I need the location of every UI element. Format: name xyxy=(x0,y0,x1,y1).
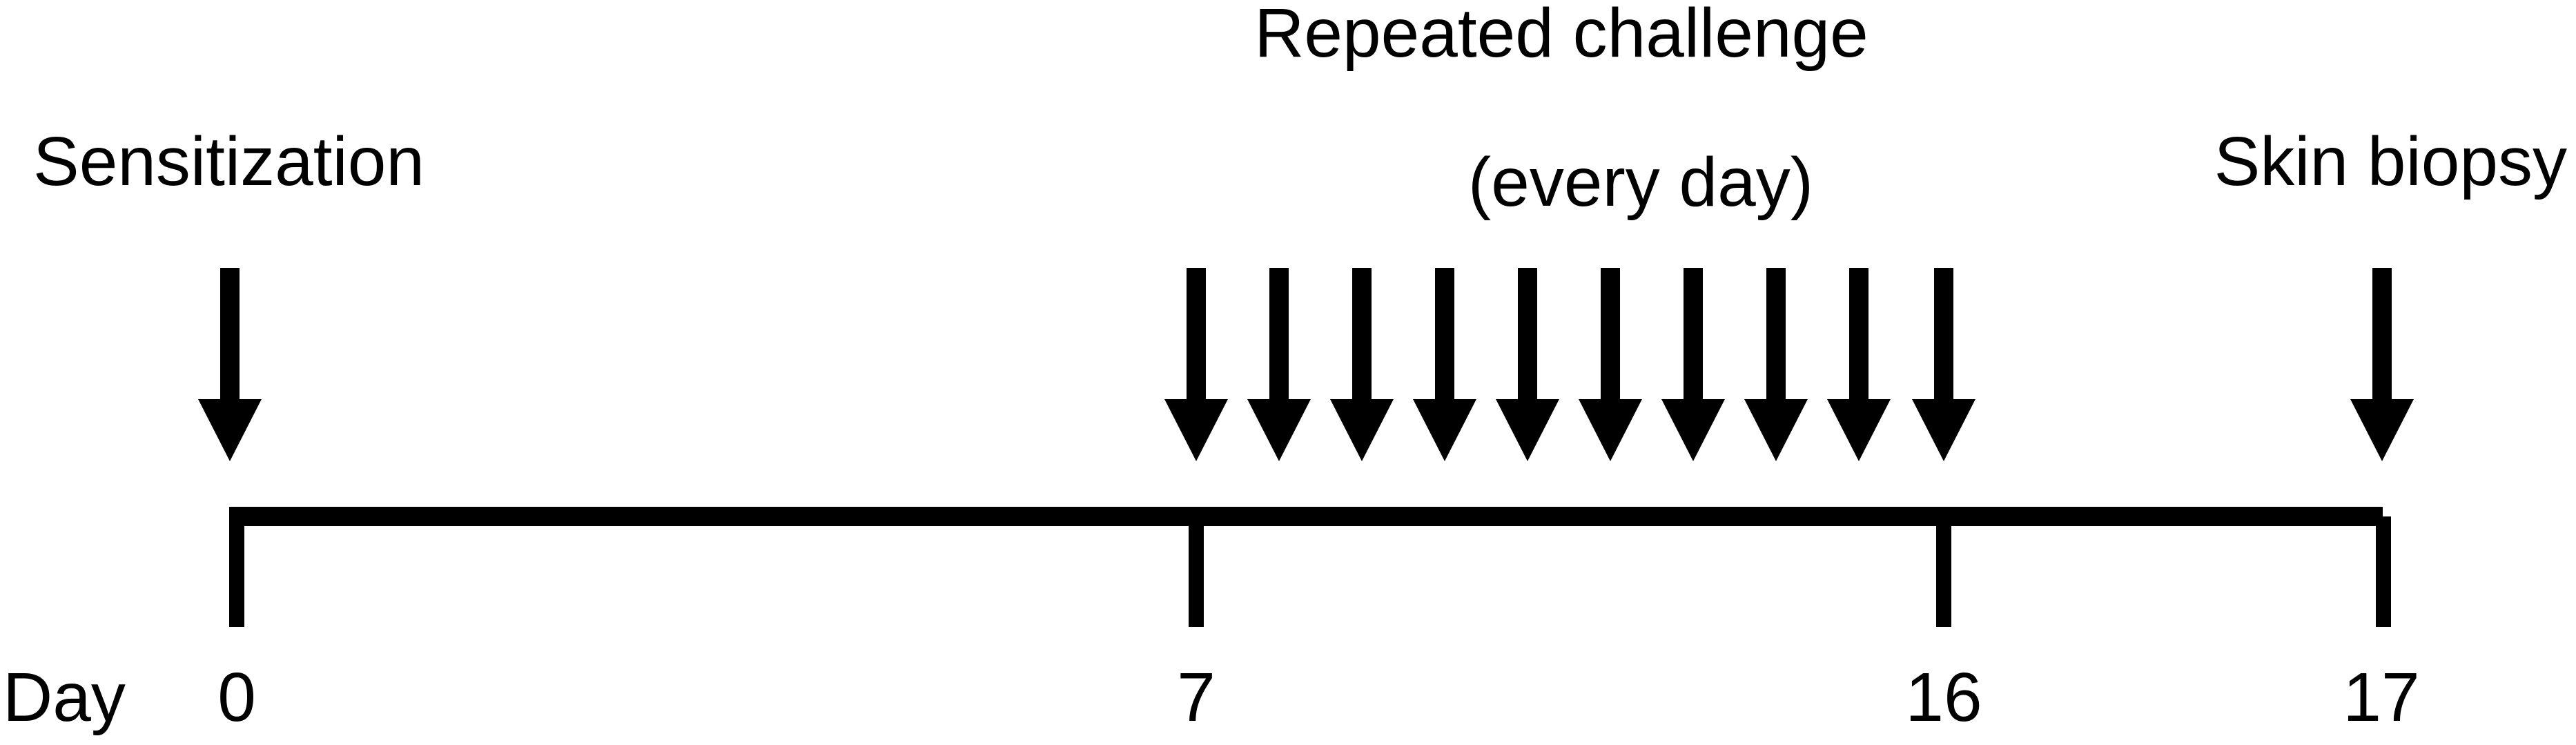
arrow-shaft xyxy=(1518,268,1537,400)
challenge-arrow-day-16 xyxy=(1912,268,1975,461)
arrow-shaft xyxy=(1849,268,1868,400)
day-prefix-label: Day xyxy=(3,659,126,736)
challenge-arrow-day-9 xyxy=(1330,268,1394,461)
arrow-head xyxy=(1330,399,1394,461)
day-7-label: 7 xyxy=(1177,659,1216,736)
arrow-head xyxy=(1496,399,1559,461)
day-17-label: 17 xyxy=(2343,659,2419,736)
challenge-arrow-day-7 xyxy=(1164,268,1228,461)
arrow-shaft xyxy=(1684,268,1703,400)
challenge-arrow-day-12 xyxy=(1579,268,1642,461)
tick-day-7 xyxy=(1189,516,1204,627)
biopsy-arrow xyxy=(2350,268,2414,461)
tick-day-17 xyxy=(2376,516,2391,627)
day-16-label: 16 xyxy=(1905,659,1982,736)
arrow-head xyxy=(1827,399,1891,461)
arrow-head xyxy=(1661,399,1725,461)
arrow-shaft xyxy=(1934,268,1953,400)
challenge-arrow-day-13 xyxy=(1661,268,1725,461)
arrow-shaft xyxy=(220,268,240,400)
day-0-label: 0 xyxy=(217,659,256,736)
arrow-head xyxy=(1744,399,1808,461)
timeline-axis xyxy=(229,507,2383,526)
tick-day-0 xyxy=(229,516,244,627)
arrow-head xyxy=(198,399,262,461)
arrow-head xyxy=(1413,399,1476,461)
challenge-arrow-day-11 xyxy=(1496,268,1559,461)
arrow-head xyxy=(1164,399,1228,461)
challenge-arrow-day-10 xyxy=(1413,268,1476,461)
arrow-shaft xyxy=(1269,268,1289,400)
arrows-group xyxy=(198,268,2414,461)
biopsy-label: Skin biopsy xyxy=(2214,123,2567,200)
arrow-shaft xyxy=(2372,268,2392,400)
arrow-shaft xyxy=(1187,268,1206,400)
sensitization-label: Sensitization xyxy=(33,123,425,200)
arrow-shaft xyxy=(1766,268,1786,400)
arrow-shaft xyxy=(1601,268,1620,400)
arrow-head xyxy=(1912,399,1975,461)
tick-day-16 xyxy=(1936,516,1951,627)
arrow-head xyxy=(1247,399,1311,461)
arrow-shaft xyxy=(1352,268,1372,400)
arrow-head xyxy=(2350,399,2414,461)
challenge-arrow-day-15 xyxy=(1827,268,1891,461)
arrow-head xyxy=(1579,399,1642,461)
sensitization-arrow xyxy=(198,268,262,461)
challenge-arrow-day-8 xyxy=(1247,268,1311,461)
challenge-arrow-day-14 xyxy=(1744,268,1808,461)
arrow-shaft xyxy=(1435,268,1454,400)
challenge-subtitle: (every day) xyxy=(1468,144,1813,221)
challenge-title: Repeated challenge xyxy=(1254,0,1868,72)
